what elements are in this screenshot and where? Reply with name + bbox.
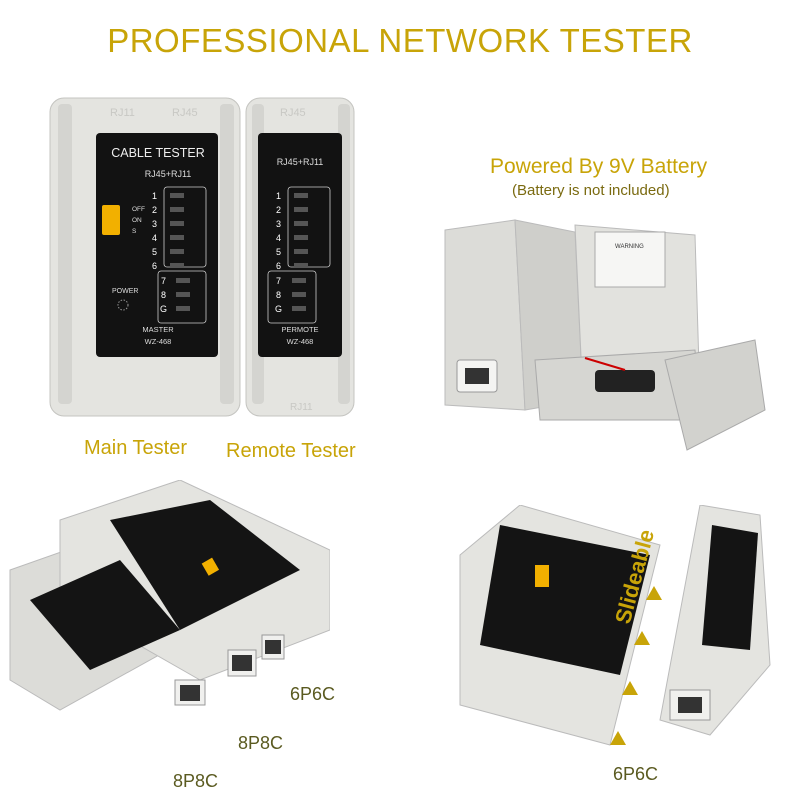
svg-text:2: 2 (152, 205, 157, 215)
slide-switch (535, 565, 549, 587)
rj45-port (465, 368, 489, 384)
svg-text:G: G (160, 304, 167, 314)
svg-text:4: 4 (152, 233, 157, 243)
svg-text:6: 6 (276, 261, 281, 271)
svg-text:5: 5 (152, 247, 157, 257)
tester-slide-view (459, 505, 771, 746)
svg-text:G: G (275, 304, 282, 314)
battery-compartment-view: WARNING (444, 219, 766, 451)
tester-angled-view (9, 480, 330, 711)
svg-text:MASTER: MASTER (142, 325, 174, 334)
svg-text:3: 3 (276, 219, 281, 229)
svg-text:7: 7 (161, 276, 166, 286)
remote-tester-label: Remote Tester (226, 440, 356, 462)
tester-front-view: RJ11 RJ45 CABLE TESTER RJ45+RJ11 OFF ON … (49, 97, 355, 417)
svg-text:S: S (132, 228, 137, 235)
main-tester-label: Main Tester (84, 437, 188, 459)
svg-text:RJ45+RJ11: RJ45+RJ11 (145, 169, 192, 179)
svg-text:RJ45+RJ11: RJ45+RJ11 (277, 157, 324, 167)
svg-text:8: 8 (161, 290, 166, 300)
svg-text:3: 3 (152, 219, 157, 229)
svg-text:RJ11: RJ11 (290, 402, 313, 413)
svg-text:4: 4 (276, 233, 281, 243)
svg-text:WZ-468: WZ-468 (145, 337, 172, 346)
svg-text:RJ45: RJ45 (280, 107, 306, 119)
svg-text:RJ11: RJ11 (110, 107, 135, 119)
port-label-6p6c: 6P6C (290, 684, 336, 704)
svg-text:1: 1 (152, 191, 157, 201)
cable-tester-header: CABLE TESTER (111, 146, 205, 160)
svg-text:OFF: OFF (132, 206, 145, 213)
svg-text:ON: ON (132, 217, 142, 224)
port-label-8p8c-bottom: 8P8C (173, 771, 219, 791)
svg-text:1: 1 (276, 191, 281, 201)
slide-arrows (610, 586, 662, 745)
svg-text:5: 5 (276, 247, 281, 257)
warning-label: WARNING (615, 244, 644, 250)
battery-clip (595, 370, 655, 392)
svg-text:6: 6 (152, 261, 157, 271)
angled-switch (201, 557, 220, 576)
svg-text:8: 8 (276, 290, 281, 300)
svg-text:2: 2 (276, 205, 281, 215)
battery-note: (Battery is not included) (512, 182, 670, 199)
svg-text:PERMOTE: PERMOTE (281, 325, 318, 334)
port-label-6p6c-right: 6P6C (613, 764, 659, 784)
svg-text:POWER: POWER (112, 288, 138, 295)
battery-heading: Powered By 9V Battery (490, 155, 708, 178)
power-switch[interactable] (102, 205, 120, 235)
battery-lid (664, 339, 766, 451)
power-led (117, 299, 129, 311)
port-label-8p8c: 8P8C (238, 733, 284, 753)
remote-port (678, 697, 702, 713)
svg-text:RJ45: RJ45 (172, 107, 198, 119)
svg-text:7: 7 (276, 276, 281, 286)
remote-led-column: 1 2 3 4 5 6 7 8 G (267, 186, 331, 324)
main-led-column: 1 2 3 4 5 6 7 8 G (152, 191, 207, 324)
page-title: PROFESSIONAL NETWORK TESTER (107, 22, 693, 59)
svg-text:WZ-468: WZ-468 (287, 337, 314, 346)
